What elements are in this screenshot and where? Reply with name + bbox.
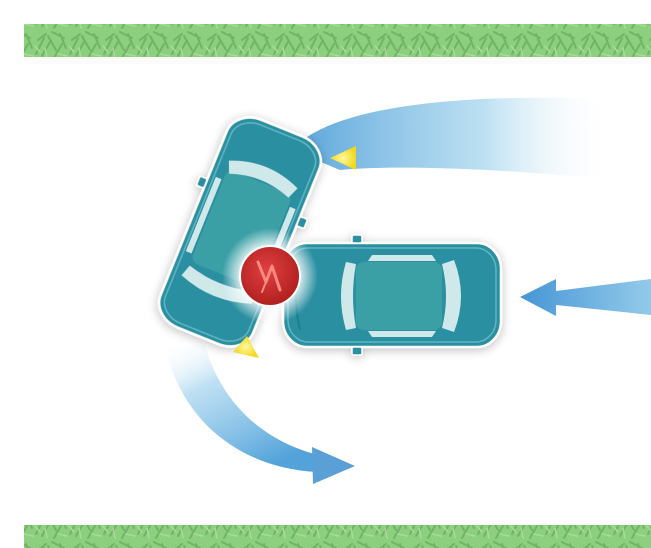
grass-strip-bottom [24, 525, 651, 548]
collision-point-icon [222, 228, 318, 324]
motion-arrow-turn-exit [165, 345, 355, 484]
motion-arrow-turn-origin [292, 98, 612, 180]
motion-arrow-straight [520, 279, 651, 316]
grass-strip-top [24, 24, 651, 57]
car-straight [283, 235, 501, 355]
